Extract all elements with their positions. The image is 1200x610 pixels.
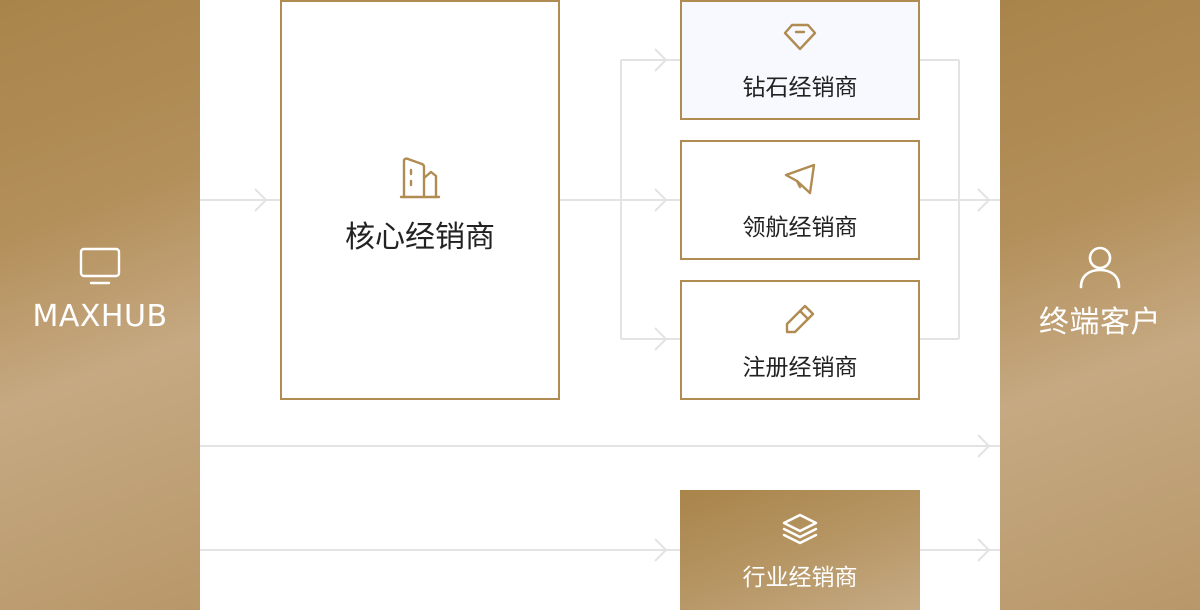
core-dealer-label: 核心经销商 — [345, 220, 495, 255]
diamond-dealer-box: 钻石经销商 — [680, 0, 920, 120]
paper-plane-icon — [682, 162, 918, 200]
end-customer-label: 终端客户 — [1039, 305, 1161, 340]
pencil-icon — [682, 302, 918, 340]
pilot-dealer-label: 领航经销商 — [742, 215, 858, 241]
registered-dealer-box: 注册经销商 — [680, 280, 920, 400]
pilot-dealer-box: 领航经销商 — [680, 140, 920, 260]
building-icon — [282, 156, 558, 204]
diamond-dealer-label: 钻石经销商 — [742, 75, 858, 101]
maxhub-label: MAXHUB — [32, 299, 168, 334]
maxhub-panel: MAXHUB — [0, 0, 200, 610]
industry-dealer-label: 行业经销商 — [742, 565, 858, 591]
layers-icon — [680, 512, 920, 550]
core-dealer-box: 核心经销商 — [280, 0, 560, 400]
monitor-icon — [0, 246, 200, 290]
diamond-icon — [682, 22, 918, 56]
industry-dealer-box: 行业经销商 — [680, 490, 920, 610]
registered-dealer-label: 注册经销商 — [742, 355, 858, 381]
user-icon — [1000, 244, 1200, 294]
end-customer-panel: 终端客户 — [1000, 0, 1200, 610]
